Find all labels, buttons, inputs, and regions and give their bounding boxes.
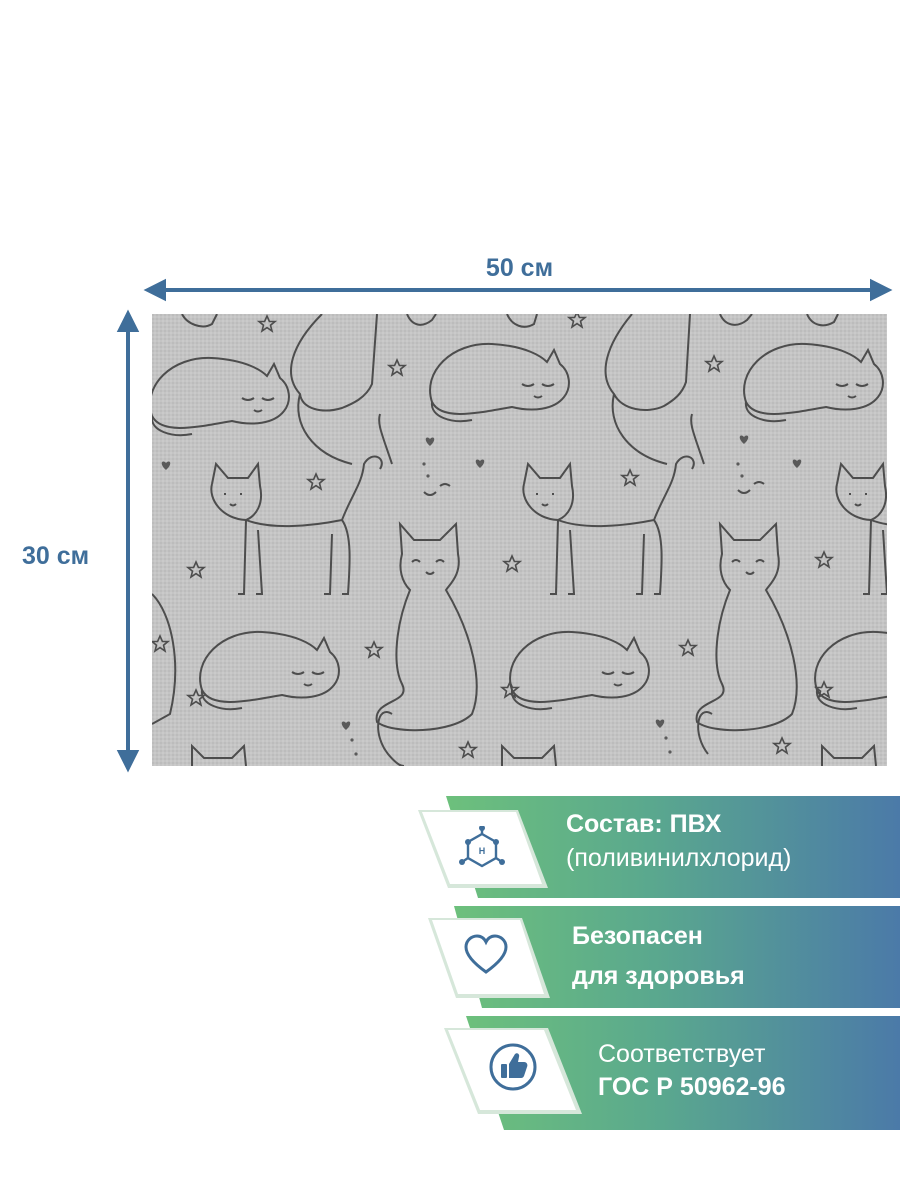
height-arrow-top-head: [116, 309, 140, 332]
thumbs-up-icon: [488, 1042, 538, 1092]
height-label: 30 см: [22, 542, 90, 570]
width-label: 50 см: [485, 254, 554, 282]
feature-ribbon: [428, 906, 900, 1008]
feature-line1: Безопасен: [572, 922, 703, 950]
svg-text:H: H: [479, 846, 486, 856]
width-arrow-left-head: [143, 278, 166, 302]
feature-line2: для здоровья: [572, 962, 745, 990]
feature-line1: Соответствует: [598, 1040, 766, 1068]
feature-safety: Безопасен для здоровья: [428, 904, 900, 1014]
feature-composition: H Состав: ПВХ (поливинилхлорид): [418, 792, 900, 904]
heart-icon: [462, 932, 510, 980]
feature-line2: ГОС Р 50962-96: [598, 1072, 786, 1101]
feature-line1: Состав: ПВХ: [566, 810, 722, 838]
feature-ribbon: [418, 796, 900, 898]
height-arrow-bottom-head: [116, 750, 140, 773]
molecule-icon: H: [458, 825, 506, 874]
feature-line2: (поливинилхлорид): [566, 843, 792, 872]
mat-product-image: [152, 314, 887, 766]
feature-standard: Соответствует ГОС Р 50962-96: [444, 1014, 900, 1134]
width-arrow-right-head: [870, 278, 893, 302]
